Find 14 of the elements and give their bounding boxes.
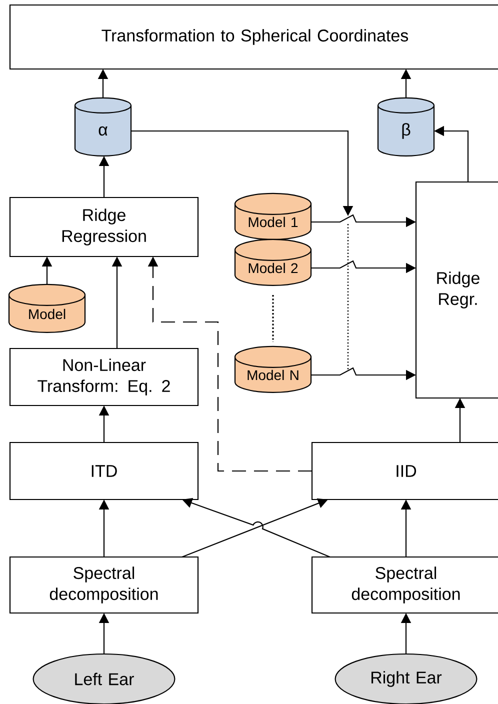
database-cylinder: α [74, 97, 132, 157]
database-cylinder: Model 1 [234, 192, 312, 240]
database-cylinder: Model 2 [234, 238, 312, 286]
process-box: ITD [9, 442, 199, 500]
process-box: Spectral decomposition [311, 556, 498, 614]
process-box: IID [311, 442, 498, 500]
process-box: Spectral decomposition [9, 556, 199, 614]
process-box: Ridge Regr. [415, 181, 498, 399]
process-box: Non-Linear Transform: Eq. 2 [9, 348, 199, 406]
process-box: Transformation to Spherical Coordinates [9, 4, 498, 70]
database-cylinder: Model N [234, 346, 312, 394]
database-cylinder: Model [8, 284, 86, 334]
database-cylinder: β [377, 97, 435, 157]
process-box: Ridge Regression [9, 196, 199, 258]
